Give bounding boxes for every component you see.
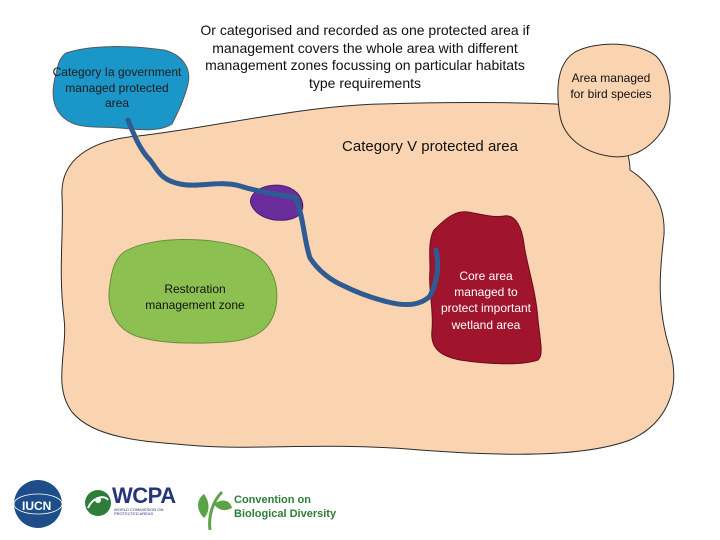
bird-area [557, 43, 671, 158]
iucn-logo-text: IUCN [22, 499, 52, 513]
wcpa-logo-subtitle: WORLD COMMISSION ON PROTECTED AREAS [114, 507, 164, 517]
cbd-logo-text: Convention on Biological Diversity [234, 494, 337, 520]
category-v-label: Category V protected area [342, 138, 518, 155]
wcpa-logo-text: WCPA [112, 483, 176, 508]
wcpa-emblem [85, 490, 111, 516]
top-caption: Or categorised and recorded as one prote… [200, 22, 530, 91]
bird-area-label: Area managed for bird species [570, 71, 652, 101]
category-ia-area [52, 46, 190, 131]
restoration-zone [108, 239, 278, 344]
iucn-logo [13, 480, 63, 528]
restoration-label: Restoration management zone [145, 282, 245, 312]
category-v-area [60, 102, 675, 455]
river-line [125, 117, 441, 307]
category-ia-label: Category Ia government managed protected… [52, 65, 182, 111]
core-wetland-area [429, 211, 542, 365]
core-area-label: Core area managed to protect important w… [440, 269, 532, 332]
cbd-emblem [198, 490, 232, 531]
